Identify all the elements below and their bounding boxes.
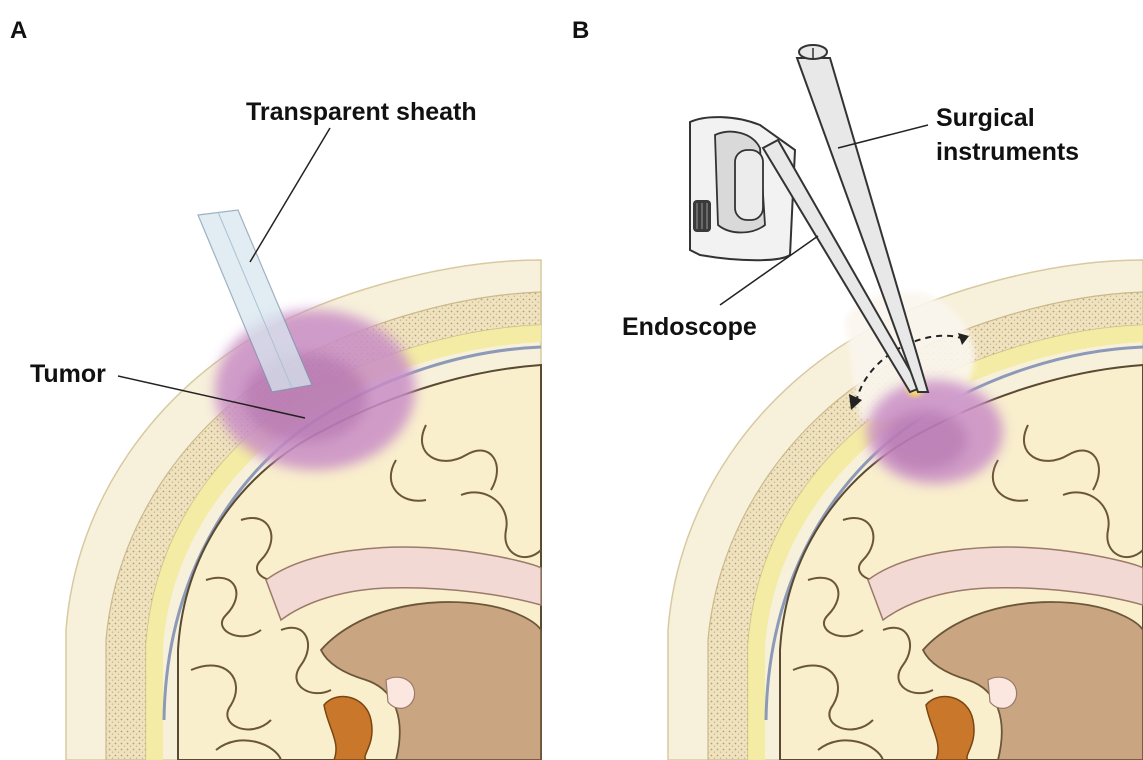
surgical-instruments-label-line1: Surgical bbox=[936, 104, 1035, 132]
surgical-instruments-label-line2: instruments bbox=[936, 138, 1079, 166]
panel-letter-b: B bbox=[572, 17, 589, 44]
endoscope-label: Endoscope bbox=[622, 313, 757, 341]
tumor-label: Tumor bbox=[30, 360, 106, 388]
panel-letter-a: A bbox=[10, 17, 27, 44]
endoscope-handle bbox=[690, 117, 795, 260]
transparent-sheath-label: Transparent sheath bbox=[246, 98, 477, 126]
sheath-leader-line bbox=[250, 128, 330, 262]
